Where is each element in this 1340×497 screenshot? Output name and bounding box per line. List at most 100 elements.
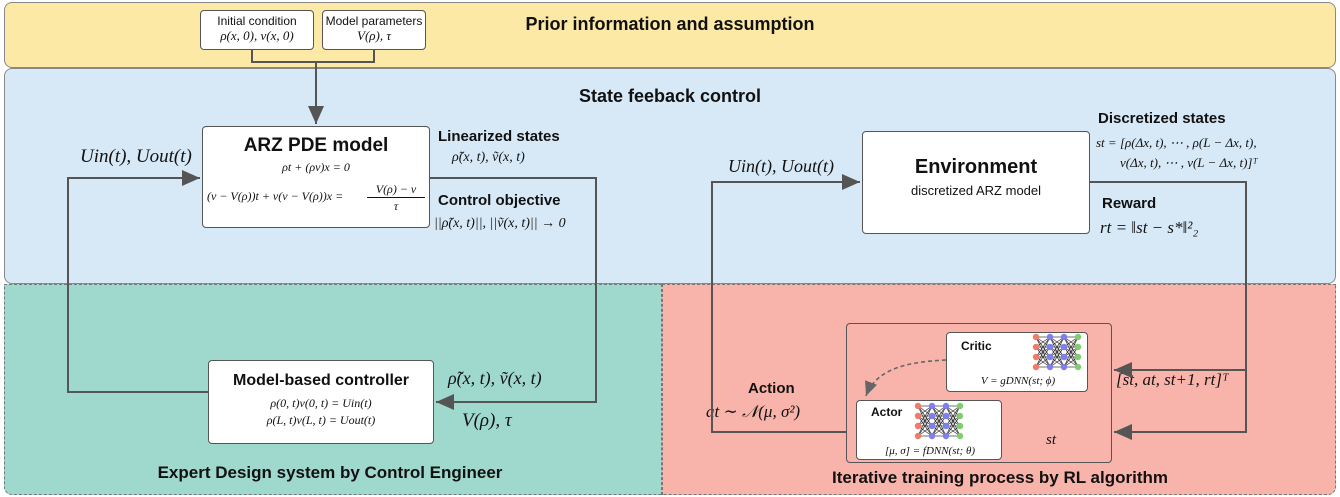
nn-node [1074,343,1082,351]
env-inputs-label: Uin(t), Uout(t) [728,156,834,176]
model-parameters-box: Model parameters V(ρ), τ [322,10,426,50]
critic-to-actor-dashed-arrow [865,359,947,397]
model-based-controller-box: Model-based controller ρ(0, t)v(0, t) = … [208,360,434,444]
nn-node [1074,353,1082,361]
model-parameters-label: Model parameters [325,14,423,28]
model-parameters-eq: V(ρ), τ [357,28,391,43]
environment-box: Environment discretized ARZ model [862,131,1090,234]
nn-node [956,402,964,410]
transition-label: [st, at, st+1, rt]ᵀ [1116,370,1229,389]
arz-eq2-lhs: (v − V(ρ))t + v(v − V(ρ))x = [207,189,344,203]
state-input-label: st [1046,432,1057,448]
critic-network-icon [1032,333,1082,371]
nn-edge [1049,336,1065,368]
nn-node [1046,353,1054,361]
action-eq: at ∼ 𝒩(μ, σ²) [706,402,801,421]
arz-eq2-num: V(ρ) − v [367,182,425,198]
nn-node [1046,343,1054,351]
initial-condition-box: Initial condition ρ(x, 0), v(x, 0) [200,10,314,50]
nn-edge [1035,336,1051,368]
nn-edge [931,405,947,427]
nn-node [1060,363,1068,371]
nn-node [942,402,950,410]
nn-node [914,402,922,410]
nn-edge [931,405,947,437]
actor-label: Actor [871,405,903,419]
critic-label: Critic [961,339,992,353]
env-to-critic-arrow [1090,181,1247,378]
critic-eq: V = gDNN(st; ϕ) [980,375,1056,387]
discretized-states-title: Discretized states [1098,110,1226,127]
linearized-states-eq: ρ̃(x, t), ṽ(x, t) [452,150,525,165]
control-objective-title: Control objective [438,192,561,209]
nn-node [914,422,922,430]
nn-node [956,412,964,420]
nn-edge [917,405,933,427]
nn-edge [1049,346,1065,368]
arz-pde-box: ARZ PDE model ρt + (ρv)x = 0 (v − V(ρ))t… [202,126,430,228]
nn-node [942,412,950,420]
nn-node [928,412,936,420]
nn-edge [917,415,933,437]
feedback-states-label: ρ̃(x, t), ṽ(x, t) [448,368,542,388]
arz-eq1: ρt + (ρv)x = 0 [282,160,350,174]
arz-eq2-den: τ [393,199,399,213]
controller-eq2: ρ(L, t)v(L, t) = Uout(t) [266,413,376,427]
environment-title: Environment [914,156,1038,178]
arz-to-controller-arrow [430,177,597,410]
rl-title: Iterative training process by RL algorit… [832,468,1168,487]
feedback-params-label: V(ρ), τ [462,410,512,431]
linearized-states-title: Linearized states [438,128,560,145]
discretized-states-eq2: v(Δx, t), ⋯ , v(L − Δx, t)]ᵀ [1120,155,1258,170]
environment-subtitle: discretized ARZ model [910,183,1042,198]
nn-node [914,412,922,420]
nn-edge [917,405,933,437]
nn-edge [1063,336,1079,358]
controller-to-arz-arrow [67,170,208,393]
action-title: Action [748,380,795,397]
nn-edge [1035,346,1051,368]
nn-node [942,432,950,440]
actor-to-env-arrow [711,174,860,433]
controller-eq1: ρ(0, t)v(0, t) = Uin(t) [270,396,372,410]
reward-title: Reward [1102,195,1157,212]
nn-node [1074,333,1082,341]
nn-edge [931,415,947,437]
nn-node [1032,333,1040,341]
nn-node [956,422,964,430]
nn-node [1032,353,1040,361]
nn-edge [1063,346,1079,368]
nn-edge [1035,336,1051,358]
nn-node [928,402,936,410]
env-to-actor-arrow [1114,370,1247,440]
nn-edge [945,405,961,427]
state-title: State feeback control [578,86,762,106]
prior-join-line [251,50,375,63]
nn-node [1046,333,1054,341]
nn-edge [1049,336,1065,358]
prior-title: Prior information and assumption [525,14,815,34]
nn-node [1060,333,1068,341]
nn-node [914,432,922,440]
nn-node [928,422,936,430]
nn-node [1074,363,1082,371]
nn-edge [945,405,961,437]
nn-edge [1063,336,1079,368]
control-objective-eq: ||ρ̃(x, t)||, ||ṽ(x, t)|| → 0 [434,216,566,231]
actor-eq: [μ, σ] = fDNN(st; θ) [884,445,976,457]
arz-title: ARZ PDE model [243,135,389,156]
nn-node [1032,343,1040,351]
critic-box: Critic V = gDNN(st; ϕ) [946,332,1088,392]
actor-network-icon [914,402,964,440]
nn-node [1060,343,1068,351]
agent-container [846,323,1112,463]
nn-node [1046,363,1054,371]
nn-node [942,422,950,430]
initial-condition-eq: ρ(x, 0), v(x, 0) [220,28,294,43]
reward-eq: rt = ‖st − s*‖²₂ [1100,218,1199,237]
nn-node [956,432,964,440]
nn-node [1032,363,1040,371]
initial-condition-label: Initial condition [217,14,297,28]
nn-edge [945,415,961,437]
